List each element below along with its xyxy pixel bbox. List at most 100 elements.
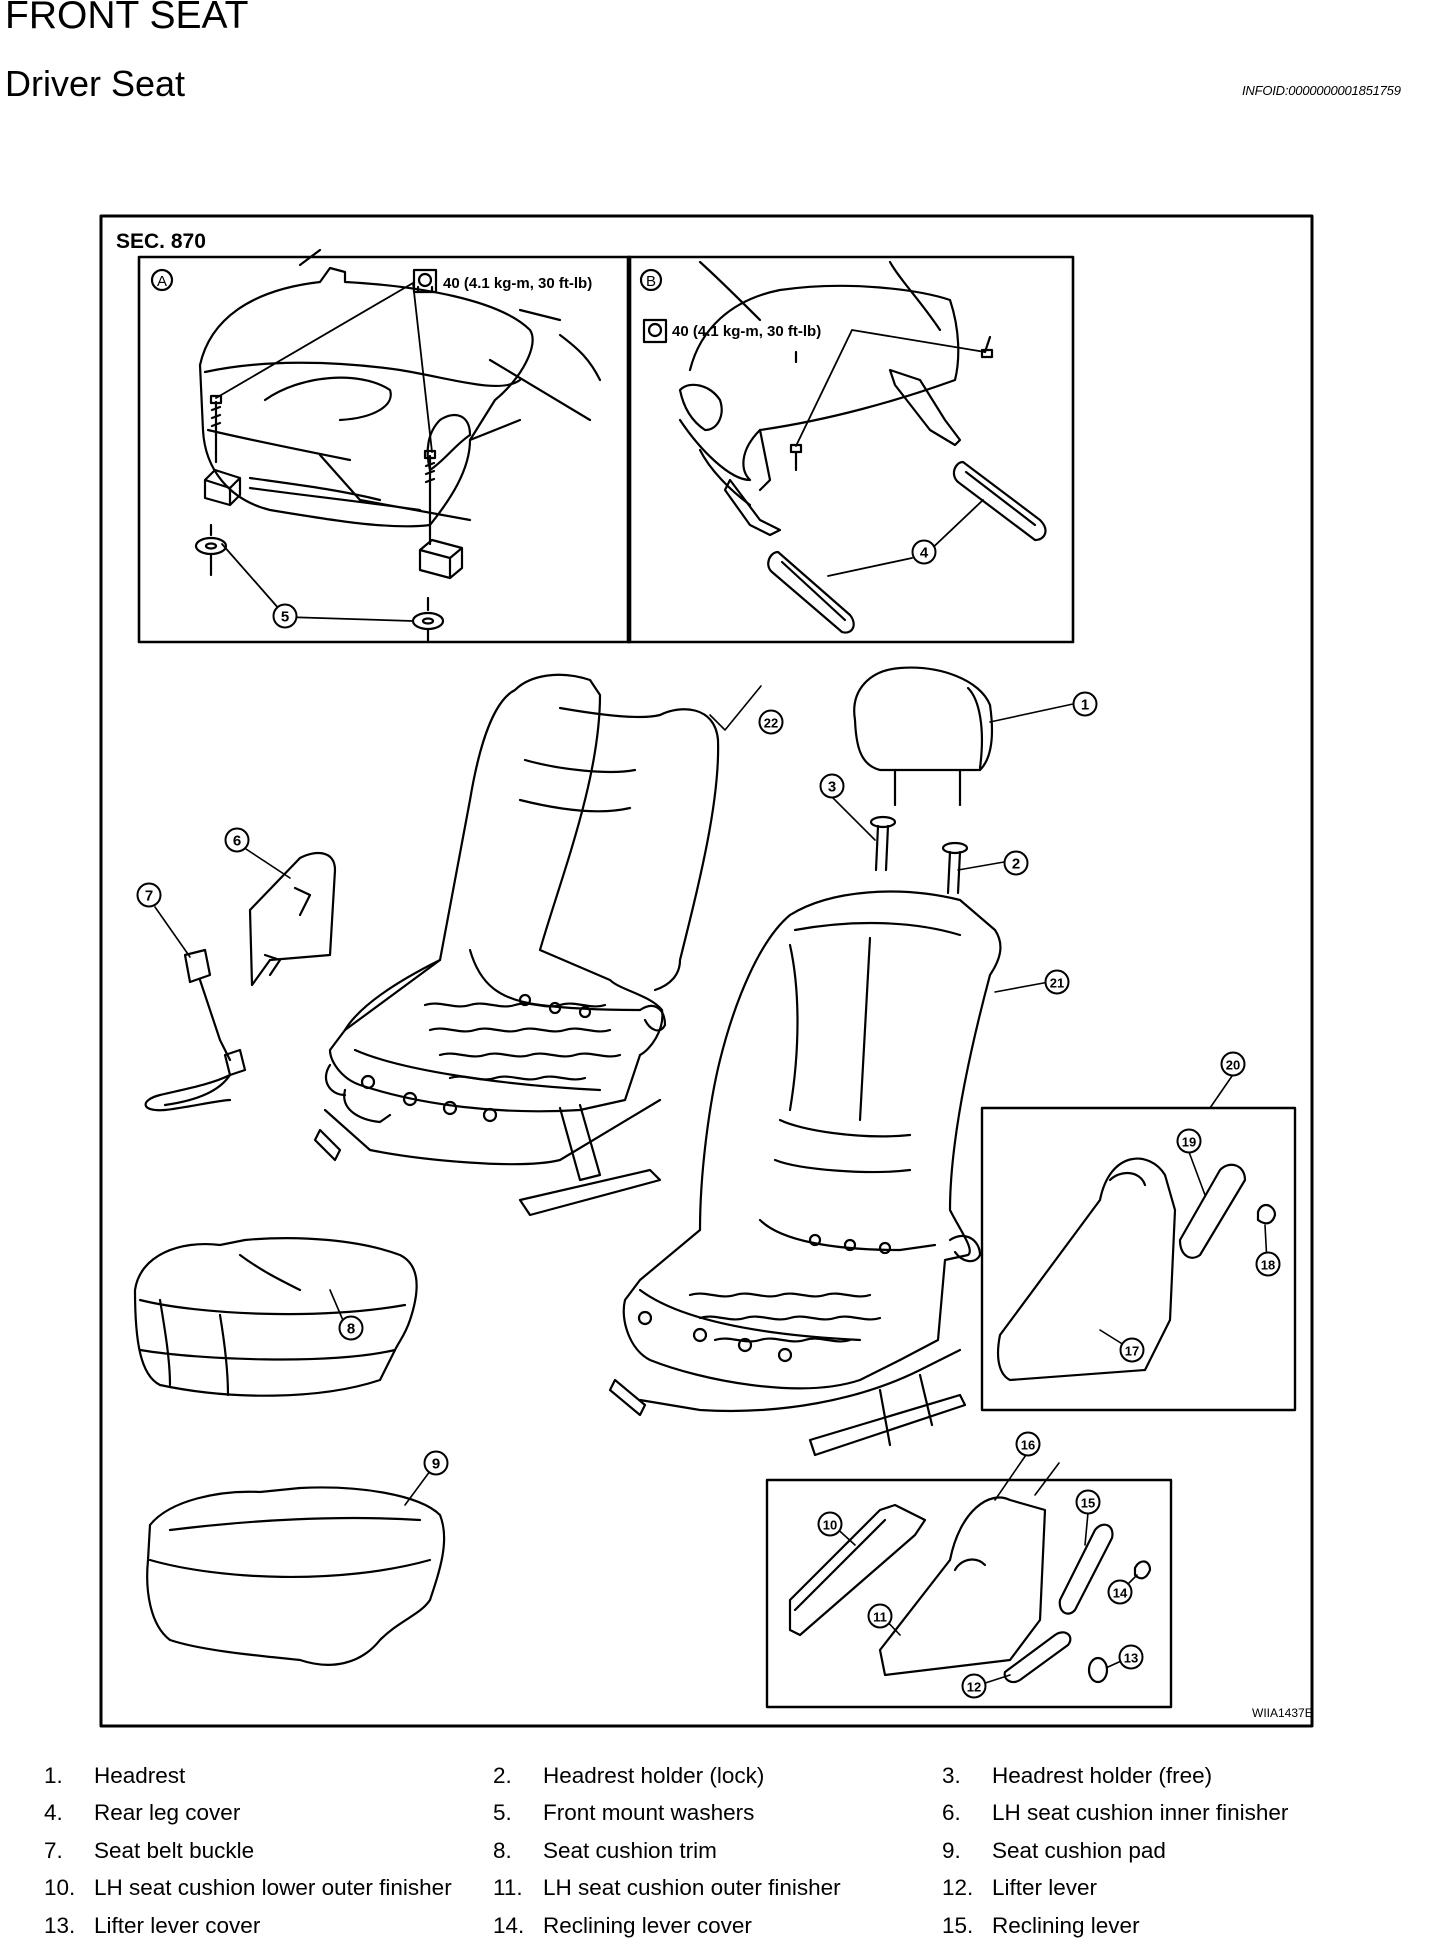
callout-16: 16	[1015, 1431, 1041, 1457]
callout-8: 8	[338, 1315, 364, 1341]
callout-4: 4	[911, 539, 937, 565]
part-number: 15.	[942, 1913, 974, 1938]
part-name: Headrest holder (free)	[992, 1763, 1213, 1788]
callout-label: 12	[967, 1680, 981, 1695]
part-number: 14.	[493, 1913, 525, 1938]
front-mount-washer-left	[194, 523, 228, 577]
callout-label: 19	[1182, 1135, 1196, 1150]
callout-17: 17	[1119, 1337, 1145, 1363]
callout-14: 14	[1107, 1579, 1133, 1605]
group-16-frame	[765, 1478, 1173, 1709]
part-number: 13.	[44, 1913, 76, 1938]
reclining-lever-15	[1058, 1523, 1114, 1615]
part-name: Seat cushion trim	[543, 1838, 717, 1863]
rear-leg-cover-left	[767, 550, 855, 634]
headrest-holder-lock	[941, 841, 969, 895]
callout-label: 9	[432, 1456, 440, 1473]
reclining-lever-19	[1178, 1163, 1247, 1259]
callout-5: 5	[272, 603, 298, 629]
callout-label: 13	[1124, 1651, 1138, 1666]
rear-leg-cover-right	[952, 460, 1047, 542]
part-name: Reclining lever	[992, 1913, 1140, 1938]
callout-10: 10	[817, 1511, 843, 1537]
lifter-lever-12	[1003, 1631, 1072, 1684]
part-name: Lifter lever cover	[94, 1913, 261, 1938]
part-number: 4.	[44, 1800, 63, 1825]
callout-19: 19	[1176, 1128, 1202, 1154]
part-number: 3.	[942, 1763, 961, 1788]
part-number: 6.	[942, 1800, 961, 1825]
seat-cushion-pad	[146, 1486, 446, 1666]
seat-cushion-trim	[133, 1237, 418, 1397]
leader-lines	[154, 685, 1268, 1687]
callout-1: 1	[1072, 691, 1098, 717]
callout-21: 21	[1044, 969, 1070, 995]
part-number: 2.	[493, 1763, 512, 1788]
inset-b-seat-sketch	[678, 260, 962, 537]
callout-label: 15	[1081, 1496, 1095, 1511]
page-subtitle: Driver Seat	[5, 63, 186, 104]
part-number: 7.	[44, 1838, 63, 1863]
callout-18: 18	[1255, 1251, 1281, 1277]
figure-code: WIIA1437E	[1252, 1706, 1313, 1720]
part-name: Headrest	[94, 1763, 186, 1788]
inset-a-letter-circle: A	[150, 268, 174, 292]
inset-b-bolts	[789, 335, 994, 472]
reclining-lever-cover-14	[1133, 1560, 1152, 1580]
inset-b-torque: 40 (4.1 kg-m, 30 ft-lb)	[672, 323, 821, 340]
part-number: 12.	[942, 1875, 974, 1900]
part-number: 10.	[44, 1875, 76, 1900]
torque-icon-b	[642, 318, 668, 344]
reclining-lever-cover-18	[1256, 1203, 1277, 1225]
callout-label: 7	[145, 888, 153, 905]
callout-2: 2	[1003, 850, 1029, 876]
inset-a-seat-sketch	[198, 248, 602, 580]
part-name: Seat cushion pad	[992, 1838, 1166, 1863]
callout-label: 4	[920, 545, 929, 562]
info-id: INFOID:0000000001851759	[1242, 83, 1401, 98]
part-number: 1.	[44, 1763, 63, 1788]
callout-12: 12	[961, 1673, 987, 1699]
callout-label: 18	[1261, 1258, 1275, 1273]
callout-3: 3	[819, 773, 845, 799]
callout-11: 11	[867, 1603, 893, 1629]
inset-b-frame	[626, 255, 1075, 644]
callout-6: 6	[224, 827, 250, 853]
group-20-frame	[980, 1106, 1297, 1412]
seat-assembly-left	[313, 673, 720, 1217]
part-name: LH seat cushion outer finisher	[543, 1875, 841, 1900]
lh-seat-cushion-lower-outer-finisher-10	[788, 1503, 927, 1637]
diagram-frame	[99, 214, 1314, 1728]
section-label: SEC. 870	[116, 230, 206, 253]
callout-label: 10	[823, 1518, 837, 1533]
callout-label: 3	[828, 779, 836, 796]
callout-22: 22	[758, 709, 784, 735]
inset-b-letter-circle: B	[639, 268, 663, 292]
callout-label: 2	[1012, 856, 1020, 873]
callout-label: 1	[1081, 697, 1089, 714]
callout-label: 11	[873, 1610, 887, 1625]
headrest	[853, 666, 994, 807]
lh-seat-cushion-inner-finisher	[248, 851, 337, 987]
part-name: Seat belt buckle	[94, 1838, 255, 1863]
callout-7: 7	[136, 882, 162, 908]
callout-label: 20	[1226, 1058, 1240, 1073]
callout-13: 13	[1118, 1644, 1144, 1670]
part-number: 11.	[493, 1875, 523, 1900]
headrest-holder-free	[869, 815, 897, 872]
inset-a-torque: 40 (4.1 kg-m, 30 ft-lb)	[443, 275, 592, 292]
callout-label: 5	[281, 609, 289, 626]
callout-label: 14	[1113, 1586, 1128, 1601]
part-name: Reclining lever cover	[543, 1913, 752, 1938]
callout-9: 9	[423, 1450, 449, 1476]
inset-a-letter: A	[157, 273, 167, 290]
part-name: LH seat cushion inner finisher	[992, 1800, 1289, 1825]
part-name: Lifter lever	[992, 1875, 1098, 1900]
lifter-lever-cover-13	[1087, 1656, 1109, 1684]
part-number: 5.	[493, 1800, 512, 1825]
part-number: 9.	[942, 1838, 961, 1863]
callout-label: 6	[233, 833, 241, 850]
